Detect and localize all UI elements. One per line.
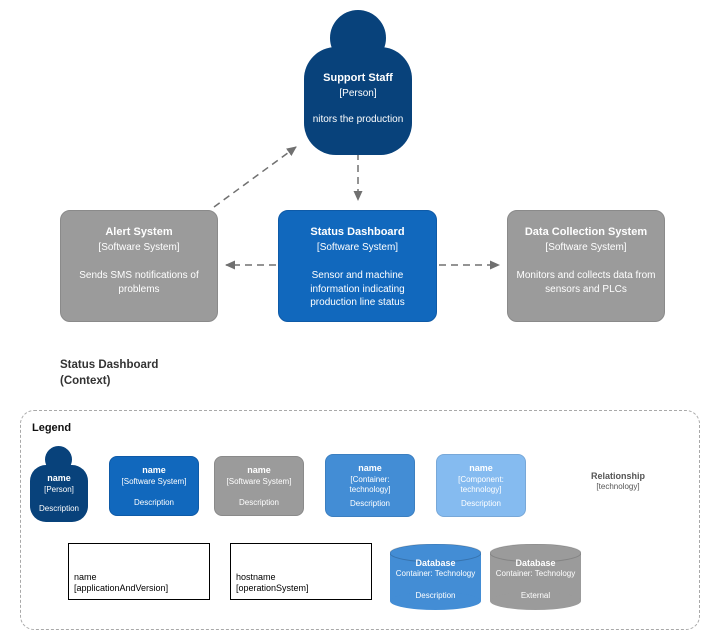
legend-container: name [Container: technology] Description (325, 454, 415, 517)
database-cylinder-icon (490, 544, 581, 610)
legend-item-type: Container: Technology (395, 569, 476, 579)
legend-item-description: Description (38, 504, 79, 514)
deployment-text: name [applicationAndVersion] (74, 572, 168, 595)
diagram-title: Status Dashboard (Context) (60, 358, 158, 389)
node-type: [Software System] (98, 242, 180, 254)
legend-item-description: Description (133, 498, 174, 508)
database-text: Database Container: Technology External (490, 544, 581, 601)
legend-item-name: Database (515, 558, 556, 568)
database-text: Database Container: Technology Descripti… (390, 544, 481, 601)
node-data-collection-system: Data Collection System [Software System]… (507, 210, 665, 322)
legend-deployment-host: hostname [operationSystem] (230, 543, 372, 600)
legend-item-description: Description (460, 499, 501, 509)
node-type: [Software System] (316, 242, 399, 254)
diagram-title-line1: Status Dashboard (60, 359, 159, 371)
legend-item-type: [Software System] (226, 477, 292, 487)
legend-item-type: [Software System] (121, 477, 187, 487)
legend-item-name: hostname (236, 571, 276, 582)
database-cylinder-icon (390, 544, 481, 610)
node-name: Status Dashboard (310, 226, 405, 238)
node-type: [Software System] (545, 242, 627, 254)
node-name: Data Collection System (524, 226, 648, 238)
legend-item-name: name (469, 463, 493, 473)
deployment-text: hostname [operationSystem] (236, 572, 309, 595)
legend-item-description: Description (238, 498, 279, 508)
node-description: Monitors and collects data from sensors … (516, 270, 656, 295)
legend-item-type: Container: Technology (495, 569, 576, 579)
legend-item-type: [operationSystem] (236, 583, 309, 594)
legend-relationship-label: Relationship [technology] (580, 470, 656, 494)
legend-component: name [Component: technology] Description (436, 454, 526, 517)
legend-item-name: name (47, 473, 71, 483)
legend-item-type: [technology] (596, 482, 640, 492)
legend-item-description: Description (415, 591, 456, 601)
legend-item-type: [Component: technology] (458, 475, 504, 495)
diagram-title-line2: (Context) (60, 374, 111, 387)
legend-item-type: [applicationAndVersion] (74, 583, 169, 594)
legend-item-type: [Person] (44, 485, 74, 495)
node-description: Sensor and machine information indicatin… (310, 270, 405, 309)
legend-item-name: name (74, 571, 97, 582)
node-alert-system: Alert System [Software System] Sends SMS… (60, 210, 218, 322)
legend-item-name: Relationship (590, 471, 645, 481)
legend-deployment-application: name [applicationAndVersion] (68, 543, 210, 600)
node-name: Support Staff (323, 72, 393, 84)
node-name: Alert System (105, 226, 173, 238)
legend-item-name: name (247, 465, 271, 475)
node-description: nitors the production (312, 114, 404, 126)
node-description: Sends SMS notifications of problems (79, 270, 199, 295)
legend-item-name: Database (415, 558, 456, 568)
legend-database: Database Container: Technology Descripti… (390, 544, 481, 610)
legend-item-name: name (358, 463, 382, 473)
legend-title: Legend (32, 422, 72, 434)
legend-external-system: name [Software System] Description (214, 456, 304, 516)
arrow-alert-to-person (213, 146, 297, 208)
node-type: [Person] (339, 88, 377, 100)
person-body: Support Staff [Person] nitors the produc… (304, 47, 412, 155)
legend-external-database: Database Container: Technology External (490, 544, 581, 610)
legend-item-type: [Container: technology] (349, 475, 391, 495)
legend-item-name: name (142, 465, 166, 475)
legend-item-description: Description (349, 499, 390, 509)
person-body: name [Person] Description (30, 465, 88, 522)
legend-software-system: name [Software System] Description (109, 456, 199, 516)
legend-item-description: External (520, 591, 551, 601)
node-status-dashboard: Status Dashboard [Software System] Senso… (278, 210, 437, 322)
